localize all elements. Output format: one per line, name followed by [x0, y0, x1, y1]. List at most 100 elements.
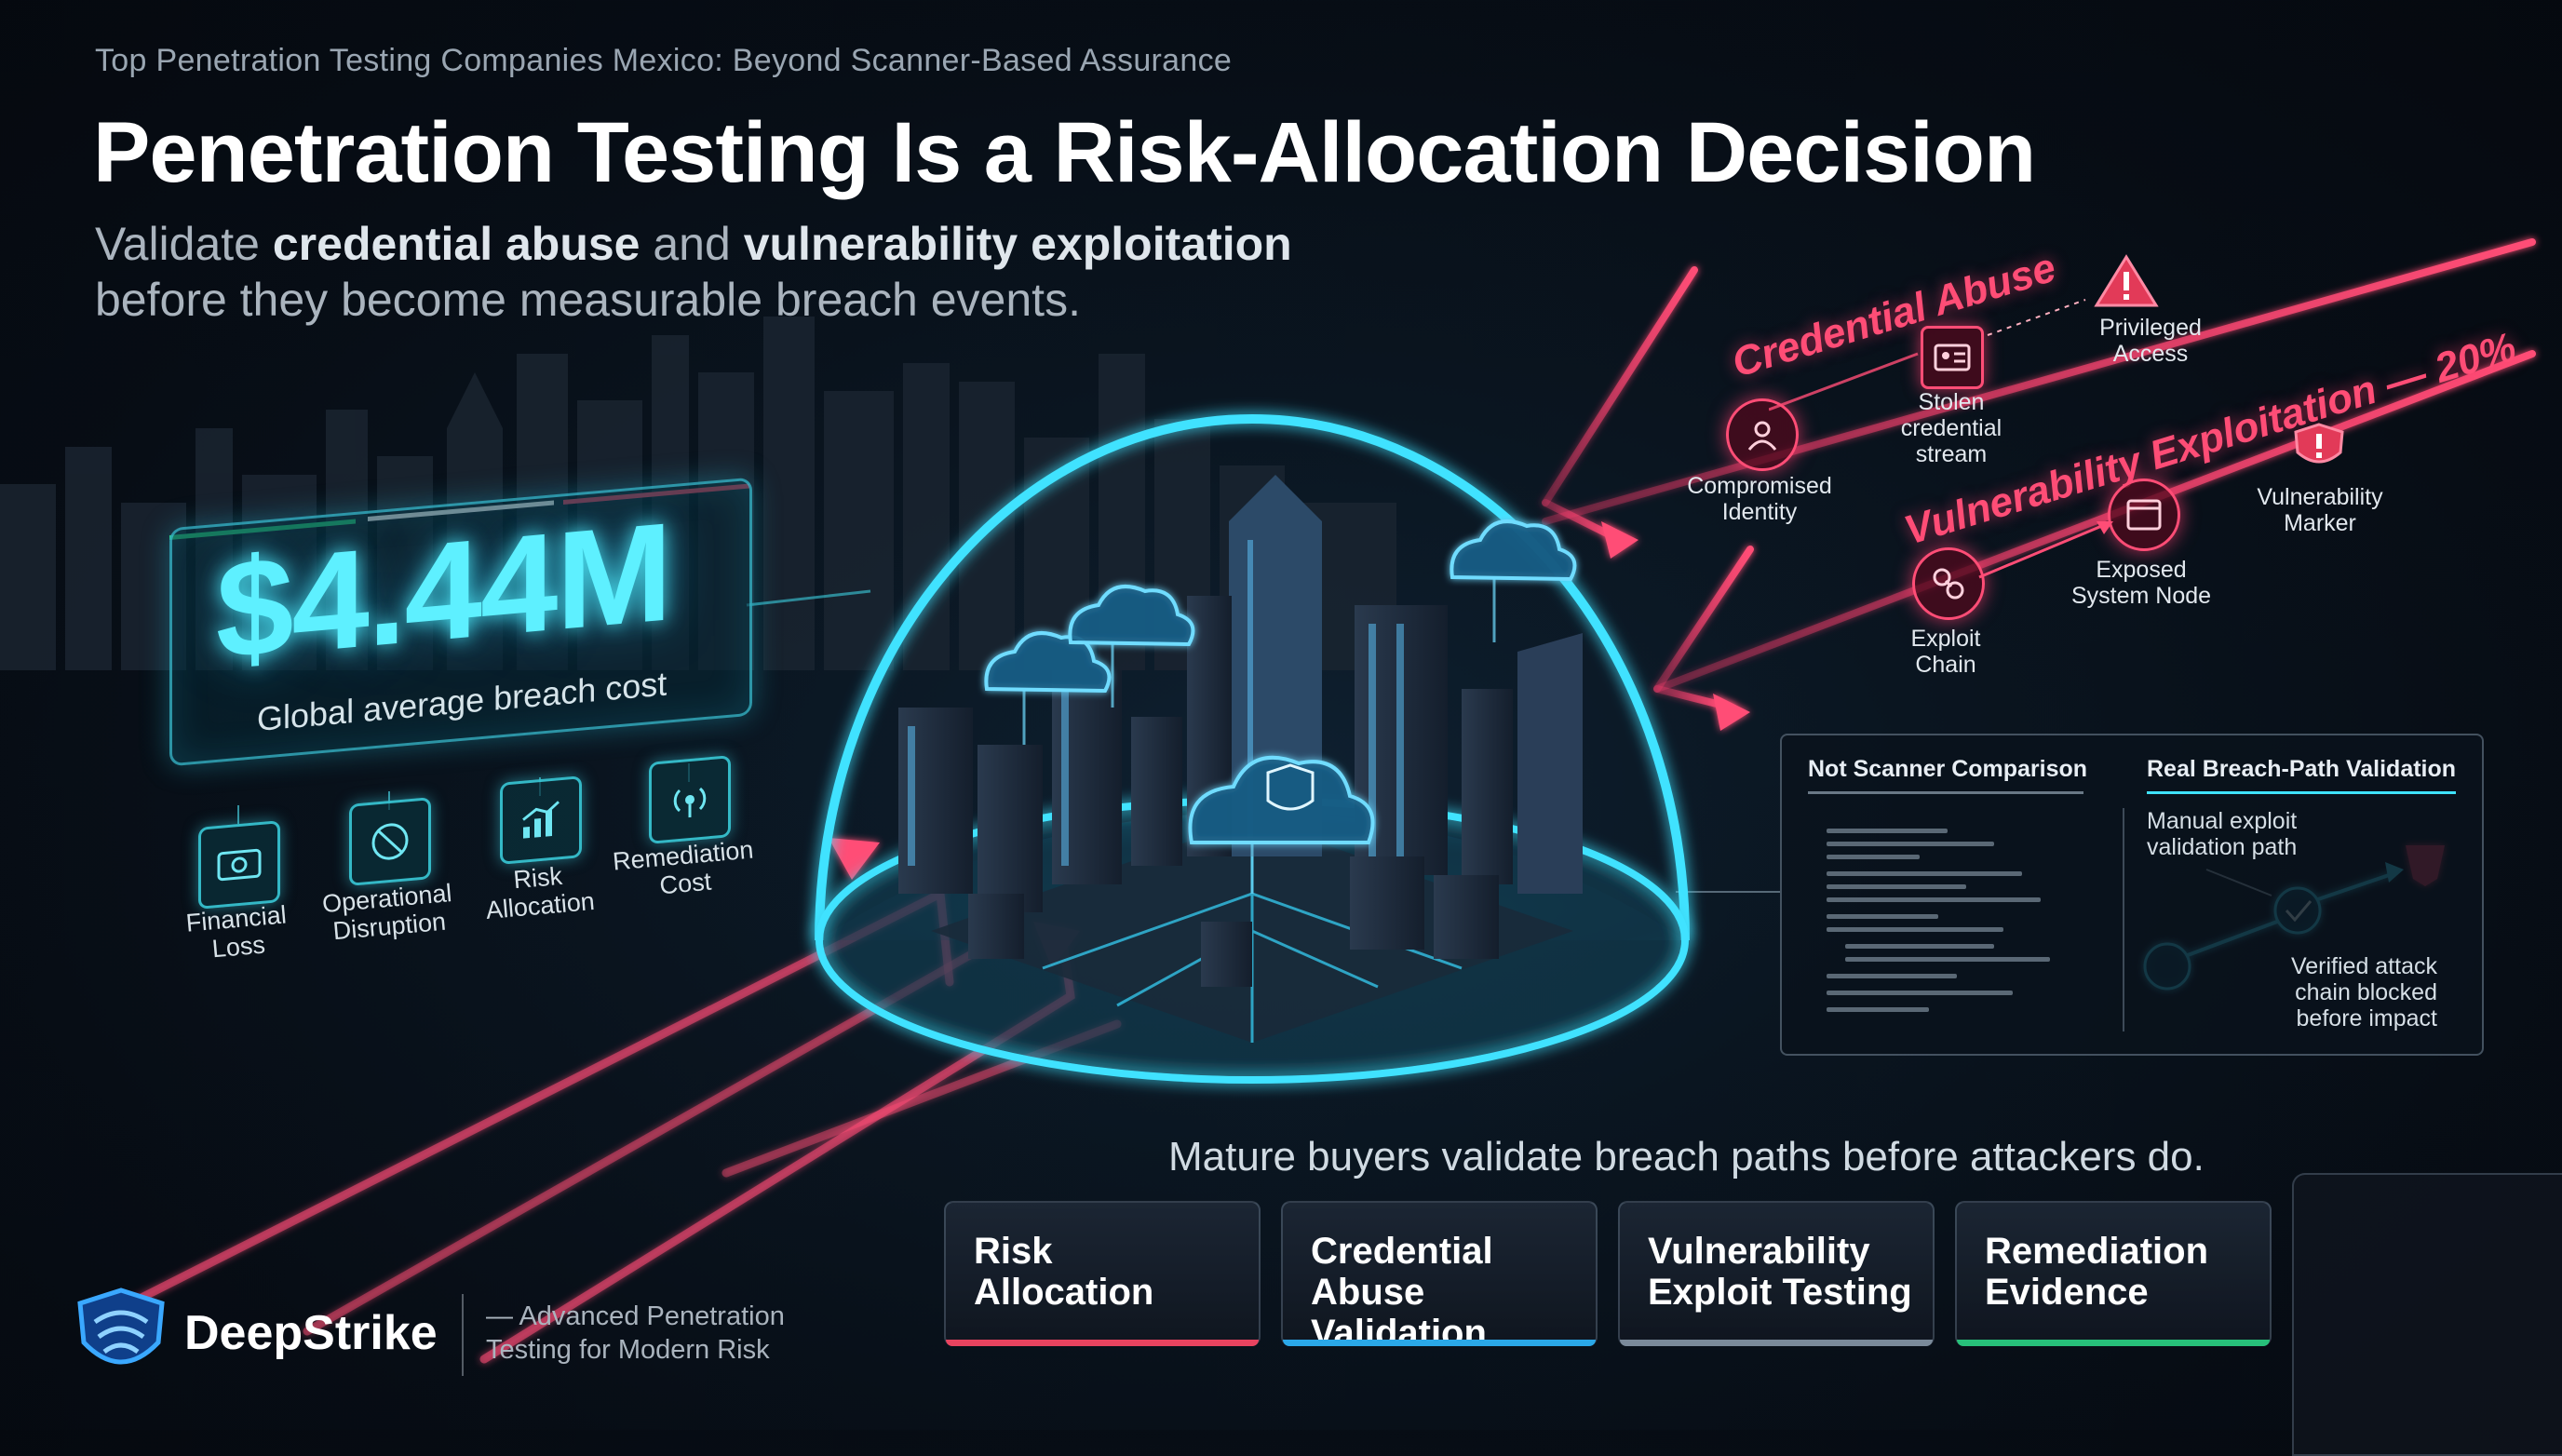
real-breach-path-underline: [2147, 791, 2456, 794]
real-breach-path-heading: Real Breach-Path Validation: [2147, 756, 2457, 782]
node-label-line: Exploit: [1910, 626, 1981, 652]
cash-icon: [217, 848, 262, 882]
pillar-line: Exploit Testing: [1648, 1272, 1912, 1313]
pillar-line: Credential: [1311, 1231, 1493, 1272]
risk-allocation-tile: [500, 775, 582, 865]
signal-icon: [673, 787, 707, 818]
disruption-icon: [371, 823, 409, 860]
node-label-line: credential: [1900, 415, 2002, 441]
pillar-line: Remediation: [1985, 1231, 2209, 1272]
pillar-line: Vulnerability: [1648, 1231, 1870, 1272]
brand-tag-line: Testing for Modern Risk: [486, 1335, 770, 1365]
scanner-output-line: [1827, 884, 1966, 889]
note-line: chain blocked: [2295, 979, 2437, 1005]
pillar-line: Evidence: [1985, 1272, 2149, 1313]
impact-label-line: Loss: [210, 930, 267, 964]
exposed-system-node: [2108, 479, 2180, 551]
deepstrike-shield-logo: [77, 1287, 165, 1365]
not-scanner-heading: Not Scanner Comparison: [1808, 756, 2088, 782]
node-label-line: Marker: [2284, 510, 2356, 536]
scanner-output-line: [1827, 914, 1938, 919]
node-label-line: Compromised: [1687, 473, 1832, 499]
note-line: validation path: [2147, 834, 2298, 860]
note-line: before impact: [2296, 1005, 2437, 1031]
node-label-line: Chain: [1915, 652, 1976, 678]
subtitle-part: before they become measurable breach eve…: [95, 274, 1081, 326]
credential-path-connectors: [1769, 299, 2086, 411]
user-icon: [1747, 421, 1777, 451]
window-icon: [2126, 499, 2162, 531]
scanner-output-line: [1845, 957, 2050, 962]
node-label-line: Identity: [1721, 499, 1798, 525]
stolen-credential-node: [1921, 326, 1984, 389]
scanner-comparison-panel: [1780, 734, 2484, 1056]
exploit-path-connector: [1978, 521, 2113, 579]
node-label-line: stream: [1915, 441, 1988, 467]
pillar-line: Allocation: [974, 1272, 1154, 1313]
corner-decoration-panel: [2292, 1173, 2562, 1456]
pillar-line: Risk: [974, 1231, 1053, 1272]
warning-icon: [2094, 254, 2159, 307]
scanner-output-line: [1827, 1007, 1929, 1012]
link-chain-icon: [1933, 568, 1964, 600]
pillar-accent-bar: [946, 1340, 1259, 1346]
impact-label-line: Risk: [512, 861, 564, 895]
exploit-chain-node: [1912, 547, 1985, 620]
scanner-output-line: [1845, 944, 1994, 949]
financial-loss-tile: [198, 820, 280, 910]
comparison-divider: [2123, 808, 2124, 1031]
node-label-line: Access: [2112, 341, 2189, 367]
operational-disruption-tile: [349, 797, 431, 886]
scanner-output-line: [1827, 842, 1994, 846]
scanner-output-line: [1827, 855, 1920, 859]
page-title: Penetration Testing Is a Risk-Allocation…: [93, 105, 2036, 200]
subtitle-part: and: [640, 218, 744, 270]
brand-divider: [462, 1294, 464, 1376]
pillar-accent-bar: [1620, 1340, 1933, 1346]
scanner-output-line: [1827, 991, 2013, 995]
pillar-accent-bar: [1957, 1340, 2270, 1346]
impact-label-line: Cost: [658, 867, 713, 900]
page-subtitle: Validate credential abuse and vulnerabil…: [95, 216, 1398, 328]
scanner-output-line: [1827, 897, 2041, 902]
note-line: Manual exploit: [2147, 808, 2298, 834]
node-label-line: Exposed: [2096, 557, 2187, 583]
brand-name: DeepStrike: [184, 1306, 438, 1360]
subtitle-emphasis-vulnerability: vulnerability exploitation: [743, 218, 1292, 270]
node-label-line: Vulnerability: [2257, 484, 2383, 510]
node-label-line: System Node: [2070, 583, 2212, 609]
subtitle-part: Validate: [95, 218, 273, 270]
scanner-output-line: [1827, 927, 2003, 932]
tagline: Mature buyers validate breach paths befo…: [1168, 1134, 2205, 1180]
chart-icon: [522, 801, 560, 839]
scanner-output-line: [1827, 871, 2022, 876]
node-label-line: Privileged: [2099, 315, 2202, 341]
note-line: Verified attack: [2290, 953, 2437, 979]
pillar-line: Abuse Validation: [1311, 1272, 1487, 1354]
node-label-line: Stolen: [1918, 389, 1985, 415]
scanner-output-line: [1827, 829, 1948, 833]
id-card-icon: [1934, 344, 1971, 371]
compromised-identity-node: [1726, 398, 1799, 471]
not-scanner-underline: [1808, 791, 2083, 794]
eyebrow-text: Top Penetration Testing Companies Mexico…: [95, 43, 1233, 78]
brand-tag-line: — Advanced Penetration: [486, 1301, 785, 1331]
